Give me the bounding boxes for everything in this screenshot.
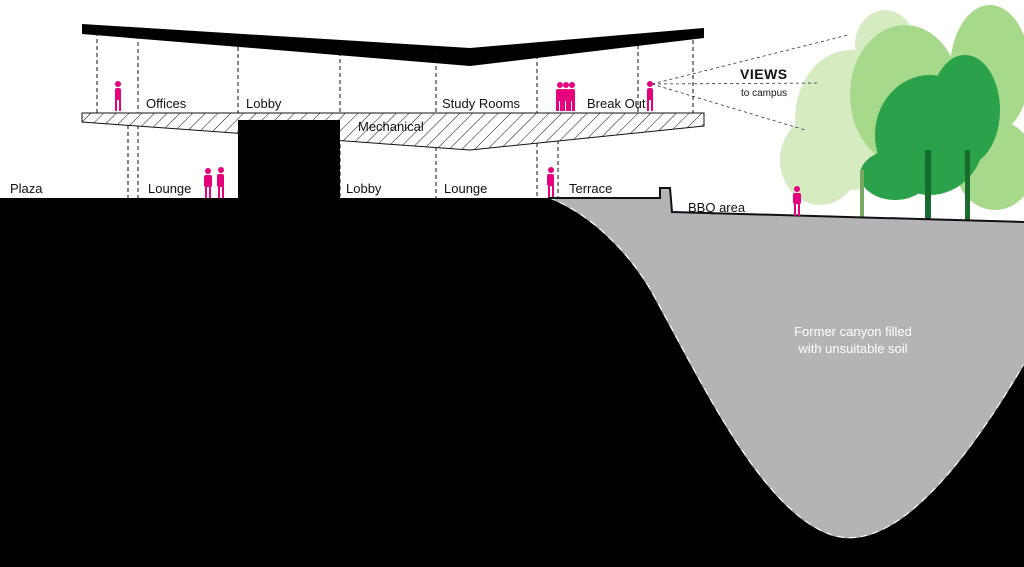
label-lobby-lower: Lobby [346, 181, 382, 196]
tree-dark [860, 55, 1000, 222]
bbq-ground-line [548, 187, 1024, 223]
label-bbq-area: BBQ area [688, 200, 746, 215]
canyon-fill [548, 188, 1024, 539]
trees-group [780, 5, 1024, 222]
label-mechanical: Mechanical [358, 119, 424, 134]
label-offices: Offices [146, 96, 187, 111]
person-icon [793, 186, 801, 216]
roof [82, 24, 704, 66]
person-icon [562, 82, 569, 111]
label-lounge-left: Lounge [148, 181, 191, 196]
label-terrace: Terrace [569, 181, 612, 196]
label-study-rooms: Study Rooms [442, 96, 521, 111]
person-icon [204, 168, 212, 198]
person-icon [217, 167, 224, 198]
person-icon [556, 82, 563, 111]
label-views: VIEWS [740, 66, 788, 82]
person-icon [115, 81, 121, 111]
label-break-out: Break Out [587, 96, 646, 111]
label-lobby-upper: Lobby [246, 96, 282, 111]
view-lines [651, 34, 849, 131]
label-soil-line1: Former canyon filled [794, 324, 912, 339]
person-icon [547, 167, 554, 197]
person-icon [647, 81, 653, 111]
label-soil-line2: with unsuitable soil [797, 341, 907, 356]
person-icon [568, 82, 575, 111]
label-views-sub: to campus [741, 88, 787, 99]
ground-mass [0, 198, 1024, 567]
floor-slab [81, 112, 705, 151]
label-lounge-right: Lounge [444, 181, 487, 196]
people-group [115, 81, 801, 216]
label-plaza: Plaza [10, 181, 43, 196]
core-block [238, 120, 340, 198]
